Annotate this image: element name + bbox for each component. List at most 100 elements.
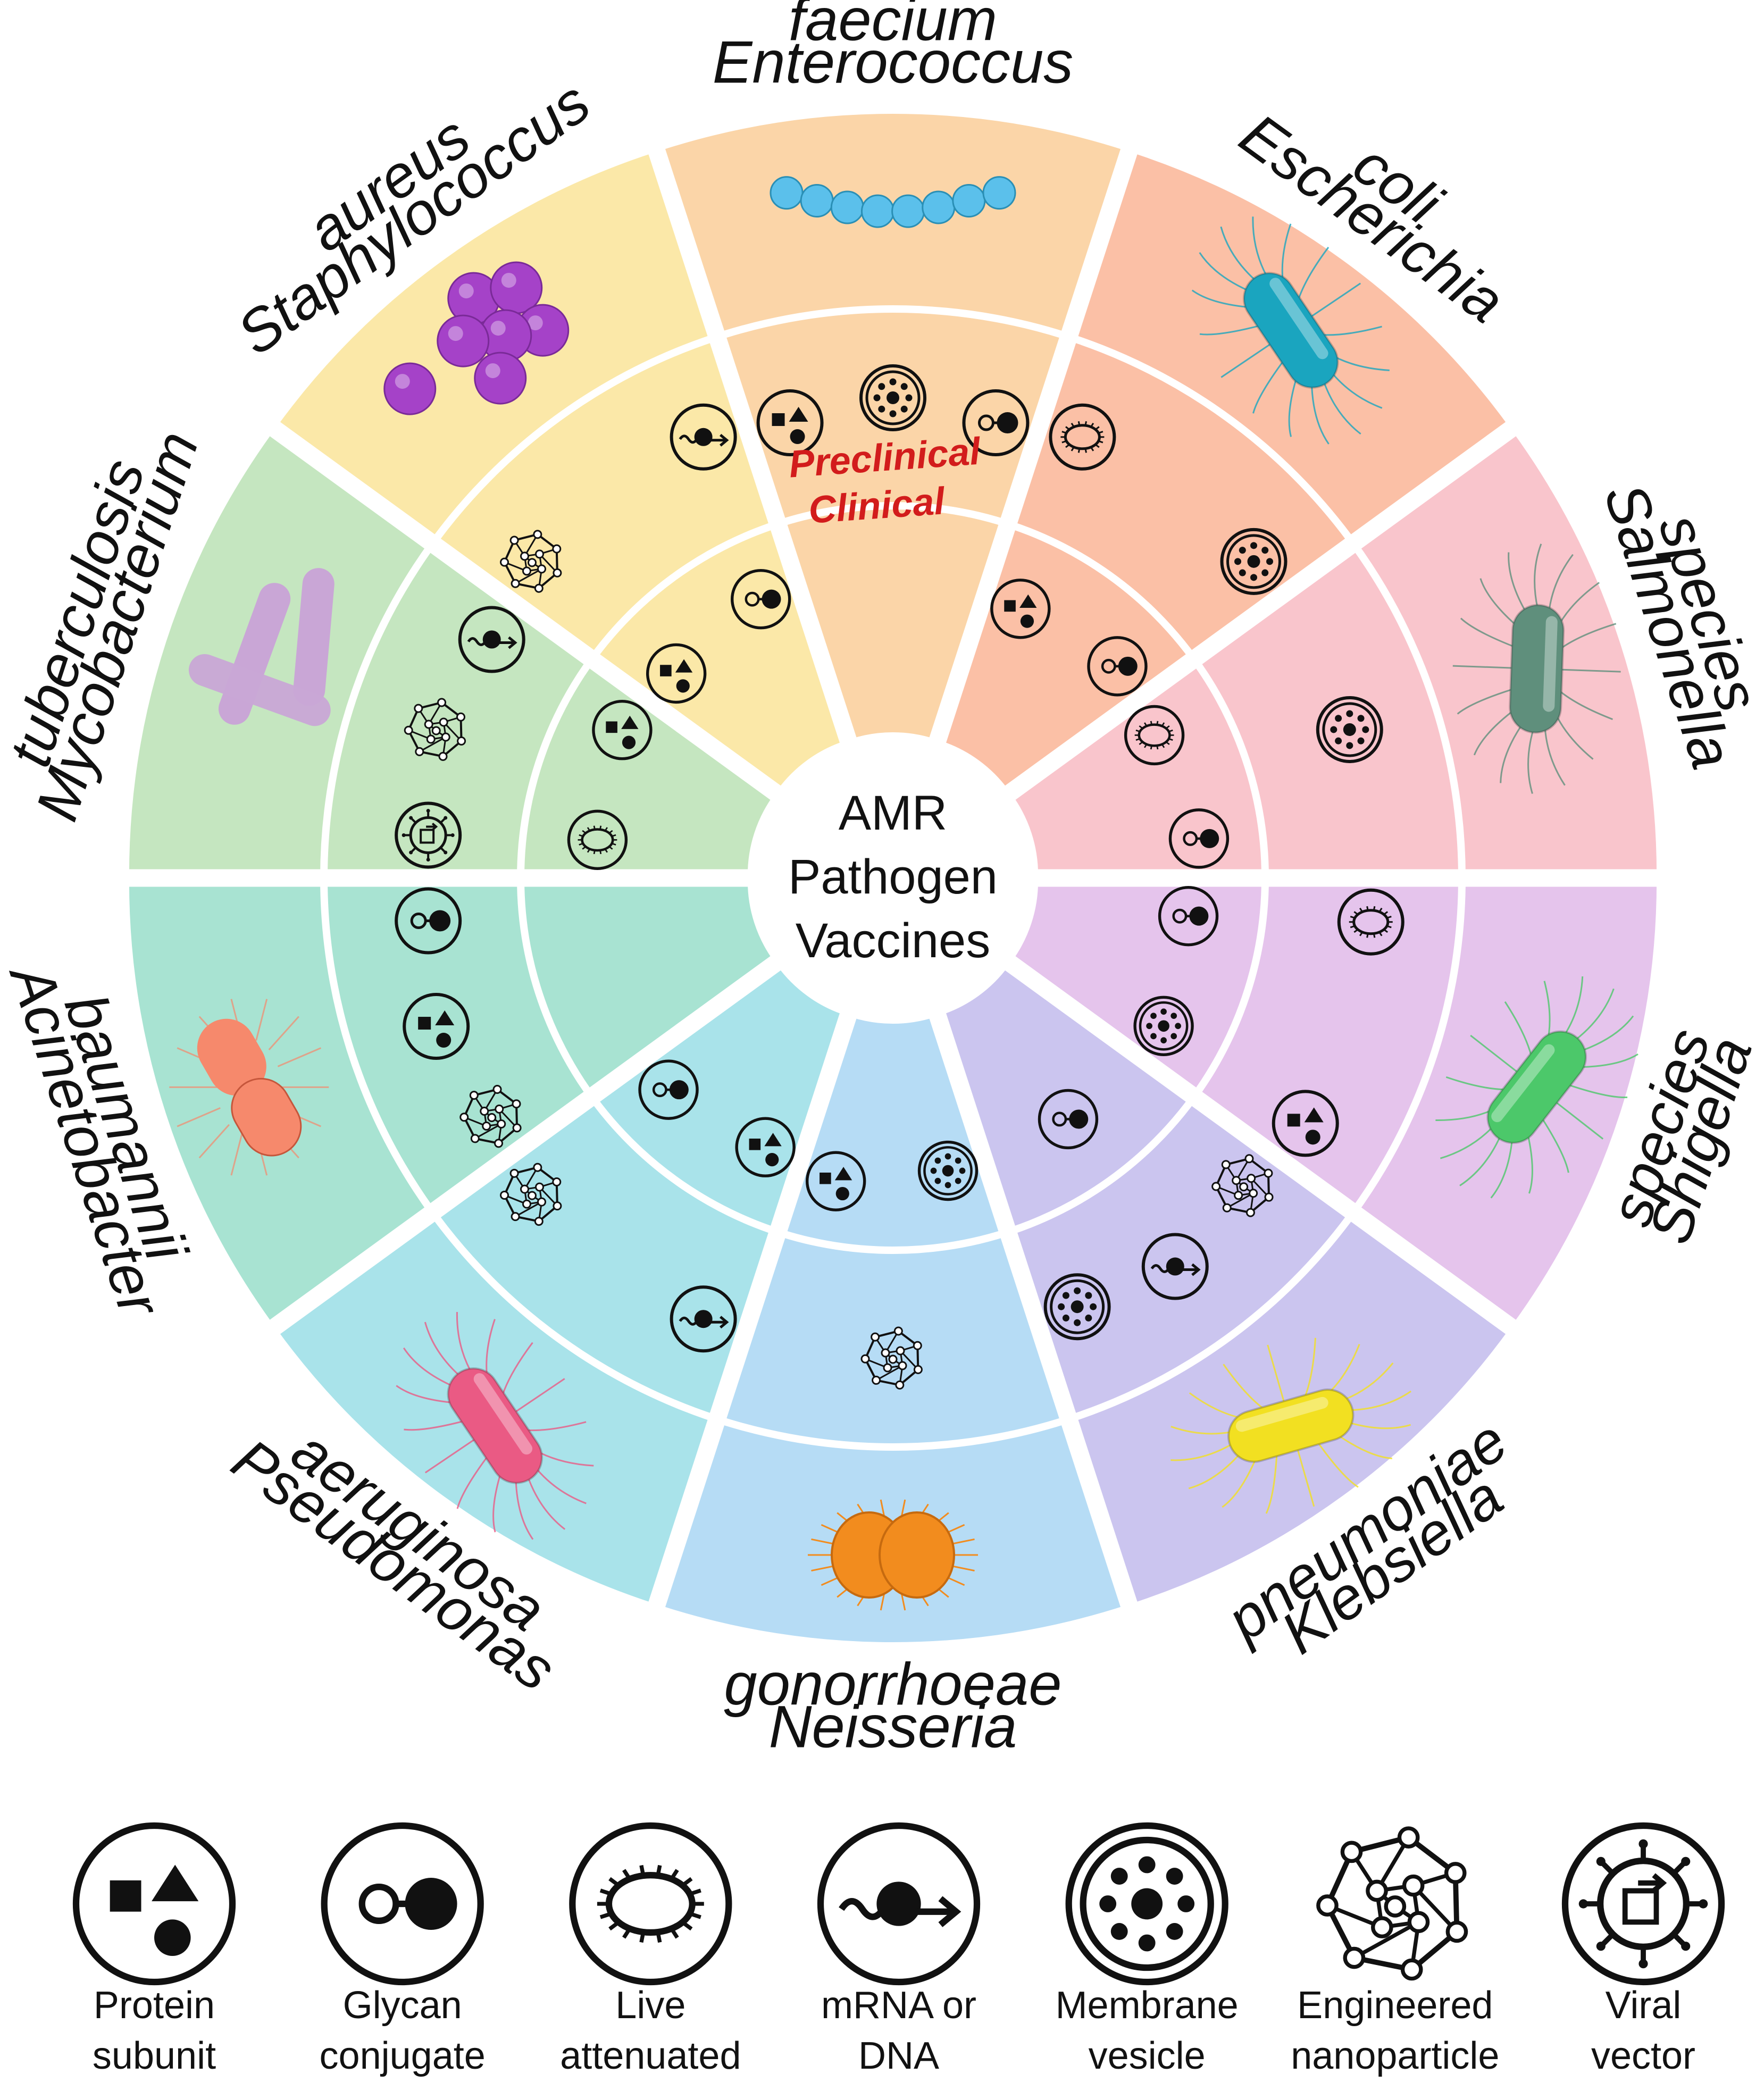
protein-subunit-icon [592, 700, 653, 760]
mrna-dna-icon [458, 606, 525, 673]
sector-mycobacterium [117, 420, 787, 881]
microbe-rod [1171, 1337, 1411, 1514]
legend-label-line2: DNA [858, 2035, 939, 2077]
viral-vector-icon [1561, 1822, 1725, 1986]
microbe-diplococcus [808, 1499, 978, 1611]
glycan-conjugate-icon [638, 1059, 699, 1120]
phase-labels: Preclinical Clinical [788, 430, 983, 531]
microbe-sticks [188, 568, 335, 726]
protein-subunit-icon [805, 1151, 866, 1211]
spoke-divider [927, 1000, 1141, 1624]
membrane-vesicle-icon [1316, 696, 1383, 763]
protein-subunit-icon [646, 643, 707, 704]
mrna-dna-icon [670, 1285, 737, 1353]
center-title-line1: AMR [839, 786, 947, 840]
spoke-divider [645, 1000, 859, 1624]
legend-label-line1: Protein [94, 1984, 215, 2027]
engineered-nanoparticle-icon [1316, 1826, 1468, 1981]
center-title-line3: Vaccines [796, 914, 990, 968]
spoke-divider [994, 949, 1529, 1343]
legend-item-membrane-vesicle: Membrane vesicle [1056, 1822, 1239, 2077]
legend: Protein subunit Glycan conjugate Liveattenua… [72, 1822, 1725, 2077]
microbe-cluster-cocci [383, 261, 570, 415]
engineered-nanoparticle-icon [459, 1085, 522, 1148]
live-attenuated-icon [1049, 403, 1116, 471]
engineered-nanoparticle-icon [404, 698, 466, 761]
membrane-vesicle-icon [1065, 1822, 1228, 1986]
legend-item-protein-subunit: Protein subunit [72, 1822, 236, 2077]
sector-neisseria [650, 1004, 1135, 1654]
membrane-vesicle-icon [917, 1140, 979, 1201]
glycan-conjugate-icon [1087, 636, 1148, 697]
pathogen-sectors [117, 102, 1669, 1654]
microbe-rod [396, 1312, 594, 1540]
engineered-nanoparticle-icon [500, 1163, 562, 1226]
spoke-divider [994, 413, 1529, 807]
legend-label-line1: Viral [1606, 1984, 1682, 2027]
glycan-conjugate-icon [395, 887, 462, 955]
legend-label-line2: subunit [93, 2035, 216, 2077]
microbe-rod [1435, 976, 1638, 1199]
mrna-dna-icon [1141, 1233, 1209, 1300]
membrane-vesicle-icon [1133, 996, 1194, 1056]
microbe-rod [1452, 543, 1621, 794]
spoke-divider [645, 132, 859, 756]
glycan-conjugate-icon [1038, 1089, 1099, 1150]
sector-acinetobacter [117, 875, 787, 1336]
live-attenuated-icon [1337, 888, 1404, 956]
sector-dividers [111, 132, 1675, 1624]
spoke-divider [256, 413, 791, 807]
clinical-label: Clinical [807, 480, 947, 532]
engineered-nanoparticle-icon [1211, 1154, 1274, 1217]
legend-item-engineered-nanoparticle: Engineered nanoparticle [1291, 1826, 1499, 2077]
protein-subunit-icon [756, 389, 824, 457]
pathogen-name-line1: Neisseria [769, 1694, 1017, 1760]
legend-label-line2: nanoparticle [1291, 2035, 1499, 2077]
protein-subunit-icon [72, 1822, 236, 1986]
membrane-vesicle-icon [859, 364, 926, 431]
engineered-nanoparticle-icon [860, 1326, 923, 1390]
legend-label-line2: vesicle [1089, 2035, 1206, 2077]
legend-label-line1: mRNA or [821, 1984, 976, 2027]
spoke-divider [927, 132, 1141, 756]
spoke-divider [256, 949, 791, 1343]
pathogen-name-line2: gonorrhoeae [724, 1651, 1061, 1718]
live-attenuated-icon [567, 809, 628, 871]
live-attenuated-icon [569, 1822, 732, 1986]
protein-subunit-icon [990, 579, 1051, 639]
legend-label-line1: Live [615, 1984, 685, 2027]
legend-item-glycan-conjugate: Glycan conjugate [320, 1822, 486, 2077]
center-title-line2: Pathogen [788, 850, 998, 904]
membrane-vesicle-icon [1043, 1273, 1111, 1341]
legend-label-line1: Engineered [1297, 1984, 1493, 2027]
protein-subunit-icon [1272, 1090, 1339, 1157]
pathogen-name-line1: Enterococcus [713, 29, 1074, 96]
center-circle [760, 745, 1026, 1011]
sector-enterococcus [650, 102, 1135, 752]
glycan-conjugate-icon [321, 1822, 484, 1986]
microbe-diplo-rod [169, 999, 329, 1176]
legend-label-line2: conjugate [320, 2035, 486, 2077]
microbe-rod [1191, 216, 1390, 445]
legend-label-line1: Glycan [343, 1984, 462, 2027]
glycan-conjugate-icon [962, 389, 1030, 457]
center-hub: AMR Pathogen Vaccines [760, 745, 1026, 1011]
glycan-conjugate-icon [1168, 808, 1230, 869]
engineered-nanoparticle-icon [500, 530, 562, 593]
legend-item-mrna-dna: mRNA or DNA [817, 1822, 981, 2077]
microbe-chain-cocci [770, 176, 1016, 228]
mrna-dna-icon [670, 403, 737, 471]
legend-label-line1: Membrane [1056, 1984, 1239, 2027]
viral-vector-icon [395, 801, 462, 869]
glycan-conjugate-icon [730, 568, 791, 630]
protein-subunit-icon [735, 1117, 796, 1177]
sector-shigella [999, 875, 1669, 1336]
live-attenuated-icon [1124, 705, 1185, 766]
glycan-conjugate-icon [1158, 885, 1219, 947]
pathogen-name-line2: faecium [789, 0, 997, 53]
